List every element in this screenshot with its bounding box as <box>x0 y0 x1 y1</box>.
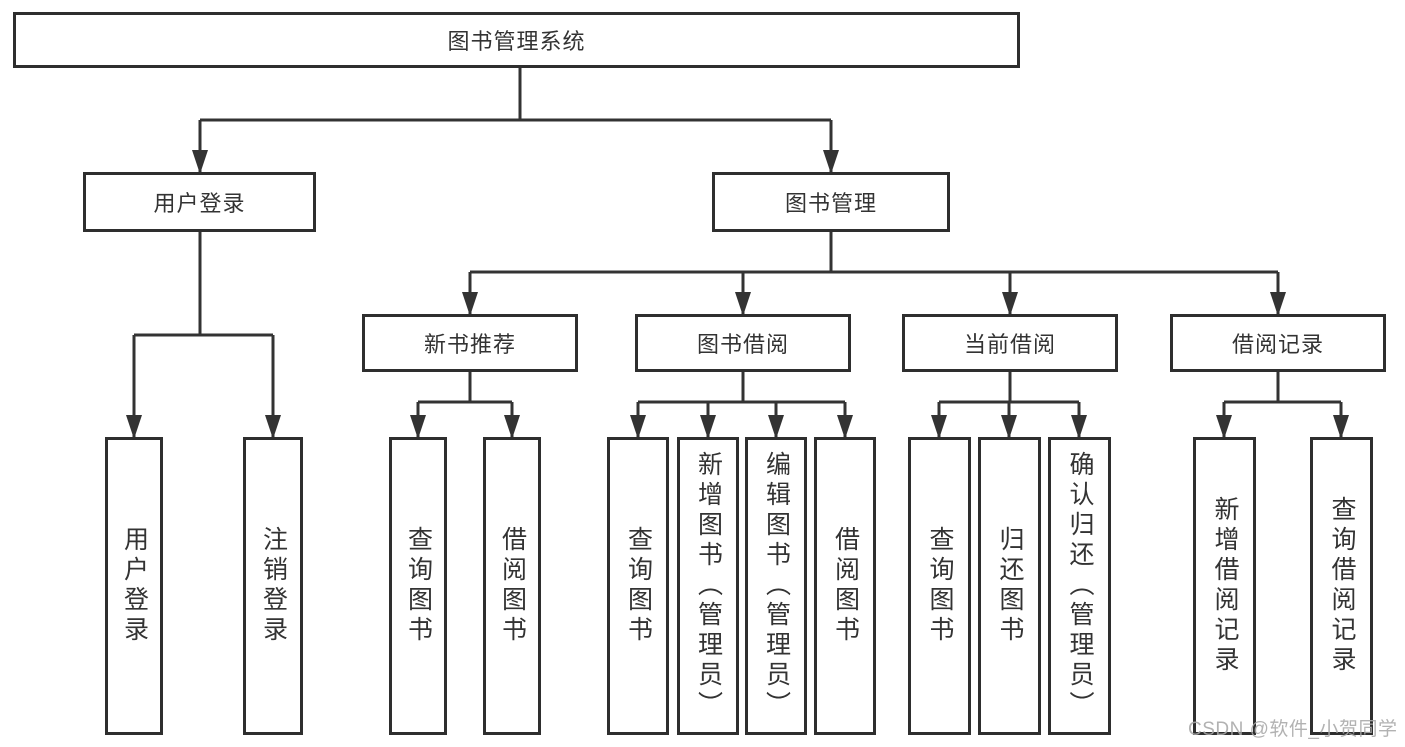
node-label: 借阅记录 <box>1231 332 1324 357</box>
node-label: 注销登录 <box>259 526 288 646</box>
leaf-return-books: 归还图书 <box>978 437 1041 735</box>
leaf-borrow-books-1: 借阅图书 <box>483 437 541 735</box>
leaf-query-books-2: 查询图书 <box>607 437 669 735</box>
node-label: 查询图书 <box>926 526 954 646</box>
node-current-borrowing: 当前借阅 <box>902 314 1118 372</box>
leaf-query-books-1: 查询图书 <box>389 437 447 735</box>
node-label: 用户登录 <box>120 526 149 646</box>
node-label: 新书推荐 <box>423 332 516 357</box>
node-label: 查询借阅记录 <box>1328 496 1356 676</box>
node-book-borrowing: 图书借阅 <box>635 314 851 372</box>
node-label: 图书借阅 <box>696 332 789 357</box>
edge-book-management-to-level3 <box>468 232 1280 314</box>
node-label: 归还图书 <box>996 526 1024 646</box>
node-library-management-system: 图书管理系统 <box>13 12 1020 68</box>
node-label: 新增借阅记录 <box>1211 496 1239 676</box>
node-user-login: 用户登录 <box>83 172 316 232</box>
edge-current-borrowing-to-leaves <box>937 372 1081 437</box>
edge-borrowing-records-to-leaves <box>1222 372 1343 437</box>
leaf-add-books-admin: 新增图书（管理员） <box>677 437 739 735</box>
node-label: 借阅图书 <box>498 526 527 646</box>
csdn-watermark: CSDN @软件_小贺同学 <box>1188 719 1398 740</box>
leaf-logout: 注销登录 <box>243 437 303 735</box>
leaf-query-books-3: 查询图书 <box>908 437 971 735</box>
leaf-borrow-books-2: 借阅图书 <box>814 437 876 735</box>
edge-book-borrowing-to-leaves <box>636 372 847 437</box>
node-borrowing-records: 借阅记录 <box>1170 314 1386 372</box>
node-book-management: 图书管理 <box>712 172 950 232</box>
node-label: 当前借阅 <box>963 332 1056 357</box>
leaf-edit-books-admin: 编辑图书（管理员） <box>745 437 807 735</box>
node-label: 借阅图书 <box>831 526 860 646</box>
node-label: 查询图书 <box>624 526 653 646</box>
edge-new-book-recommend-to-leaves <box>416 372 514 437</box>
node-label: 确认归还（管理员） <box>1066 451 1094 721</box>
node-new-book-recommend: 新书推荐 <box>362 314 578 372</box>
node-label: 编辑图书（管理员） <box>762 451 791 721</box>
node-label: 新增图书（管理员） <box>694 451 723 721</box>
leaf-query-borrow-record: 查询借阅记录 <box>1310 437 1373 735</box>
edge-root-to-level2 <box>198 68 833 172</box>
node-label: 图书管理 <box>784 191 877 216</box>
node-label: 用户登录 <box>153 191 246 216</box>
leaf-confirm-return-admin: 确认归还（管理员） <box>1048 437 1111 735</box>
edge-user-login-to-leaves <box>132 232 275 437</box>
leaf-add-borrow-record: 新增借阅记录 <box>1193 437 1256 735</box>
node-label: 图书管理系统 <box>447 29 586 54</box>
leaf-user-login: 用户登录 <box>105 437 163 735</box>
node-label: 查询图书 <box>404 526 433 646</box>
